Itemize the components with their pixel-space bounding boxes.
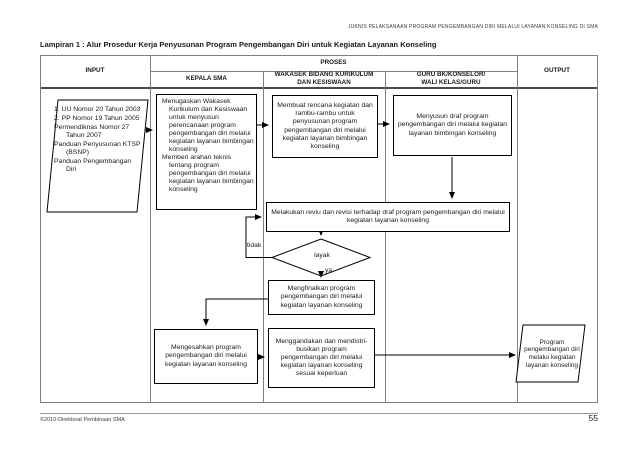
- column-header-kepala-sma: KEPALA SMA: [186, 75, 227, 83]
- page-number: 55: [588, 413, 598, 423]
- process-box-distribute: Menggandakan dan mendistri-busikan progr…: [268, 328, 375, 388]
- process-box-kepala-tasks: Menugaskan Wakasek Kurikulum dan Kesiswa…: [156, 94, 257, 210]
- input-item: Panduan Pengembangan Diri: [54, 158, 132, 174]
- column-header-wakasek: WAKASEK BIDANG KURIKULUM DAN KESISWAAN: [274, 71, 374, 86]
- input-item: 2. PP Nomor 19 Tahun 2005: [54, 115, 140, 123]
- table-proses-divider: [150, 71, 517, 72]
- input-item: Permendiknas Nomor 27 Tahun 2007: [54, 124, 130, 140]
- column-header-input: INPUT: [85, 67, 105, 75]
- column-header-guru-bk: GURU BK/KONSELOR/ WALI KELAS/GURU: [416, 71, 486, 86]
- page-title: Lampiran 1 : Alur Prosedur Kerja Penyusu…: [40, 40, 437, 49]
- table-border-left: [40, 55, 41, 403]
- process-box-finalize: Mengfinalkan program pengembangan diri m…: [268, 280, 375, 315]
- output-text: Program pengembangan diri melalui kegiat…: [524, 338, 580, 369]
- table-border-bottom: [40, 402, 598, 403]
- process-box-review: Melakukan reviu dan revisi terhadap draf…: [266, 202, 510, 232]
- table-header-rule: [40, 87, 598, 89]
- input-item: 1. UU Nomor 20 Tahun 2003: [54, 106, 141, 113]
- process-box-wakasek-plan: Membuat rencana kegiatan dan rambu-rambu…: [272, 95, 378, 158]
- decision-label: layak: [314, 252, 330, 259]
- footer-copyright: ©2010-Direktorat Pembinaan SMA: [40, 417, 125, 423]
- table-col-divider-wakasek: [385, 71, 386, 403]
- table-col-divider-guru: [517, 55, 518, 403]
- decision-yes-label: ya: [325, 267, 333, 274]
- column-header-output: OUTPUT: [544, 67, 570, 75]
- column-header-proses: PROSES: [320, 59, 347, 67]
- input-items-list: 1. UU Nomor 20 Tahun 2003 2. PP Nomor 19…: [54, 106, 142, 175]
- decision-no-label: tidak: [247, 242, 262, 249]
- table-col-divider-input: [150, 55, 151, 403]
- table-border-right: [597, 55, 598, 403]
- arrow-finalize-to-approve: [203, 298, 268, 326]
- table-border-top: [40, 55, 598, 56]
- process-box-approve: Mengesahkan program pengembangan diri me…: [154, 329, 258, 384]
- table-col-divider-kepala: [263, 71, 264, 403]
- kepala-task: Memberi arahan teknis tentang program pe…: [162, 154, 254, 194]
- process-box-guru-draft: Menyusun draf program pengembangan diri …: [393, 95, 512, 156]
- kepala-task: Menugaskan Wakasek Kurikulum dan Kesiswa…: [162, 98, 254, 154]
- footer-rule: [40, 413, 598, 414]
- input-item: Panduan Penyusunan KTSP (BSNP): [54, 141, 141, 157]
- running-header: JUKNIS PELAKSANAAN PROGRAM PENGEMBANGAN …: [348, 24, 598, 30]
